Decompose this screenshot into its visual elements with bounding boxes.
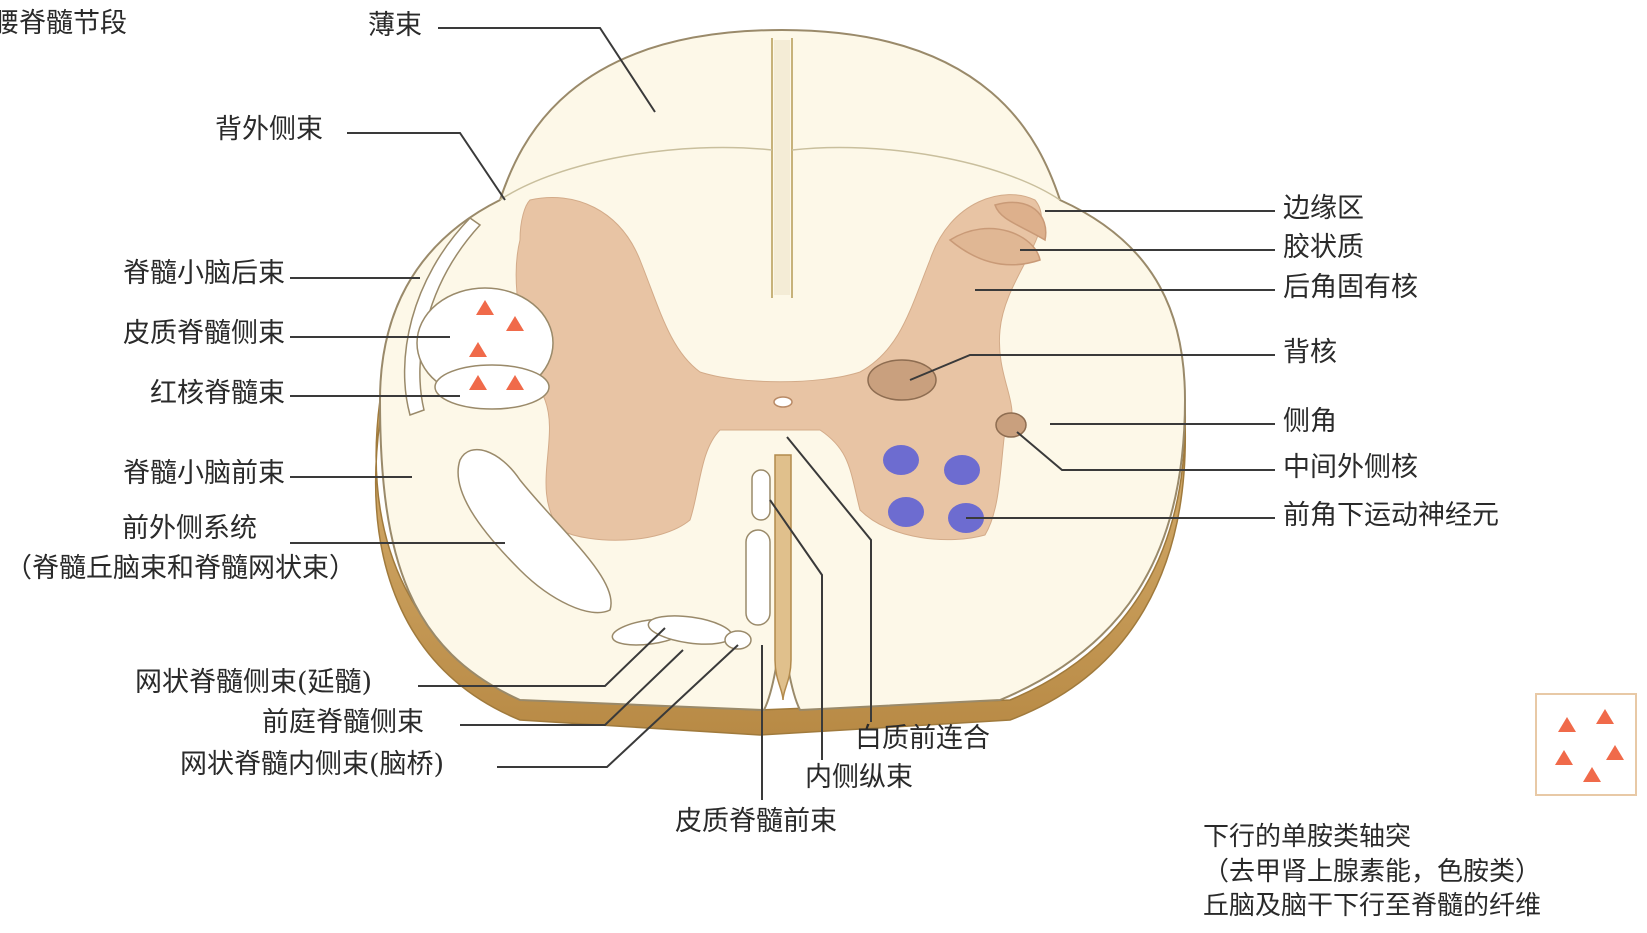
lateral-horn-nucleus	[996, 413, 1026, 437]
label-motor-neurons: 前角下运动神经元	[1283, 500, 1499, 531]
legend-triangle	[1606, 745, 1624, 760]
anterior-corticospinal-tract	[746, 530, 770, 625]
dorsal-nucleus	[868, 360, 936, 400]
legend-line-1: 下行的单胺类轴突	[1203, 820, 1541, 855]
label-lateral-corticospinal: 皮质脊髓侧束	[90, 318, 285, 349]
label-substantia-gelatinosa: 胶状质	[1283, 232, 1364, 263]
label-anterolateral-system-sub: （脊髓丘脑束和脊髓网状束）	[5, 553, 356, 584]
label-anterolateral-system: 前外侧系统	[122, 513, 257, 544]
legend-box	[1535, 693, 1637, 796]
legend-triangle	[1558, 717, 1576, 732]
motor-neuron	[888, 497, 924, 527]
label-marginal-zone: 边缘区	[1283, 193, 1364, 224]
legend-triangles-icon	[1537, 695, 1635, 794]
central-canal	[774, 397, 792, 407]
medial-longitudinal-tract	[752, 470, 770, 520]
legend-triangle	[1555, 750, 1573, 765]
label-lateral-horn: 侧角	[1283, 406, 1337, 437]
legend-triangle	[1596, 709, 1614, 724]
label-rubrospinal: 红核脊髓束	[90, 378, 285, 409]
leader-dorsolateral	[347, 133, 505, 200]
label-posterior-spinocerebellar: 脊髓小脑后束	[90, 258, 285, 289]
label-medial-longitudinal: 内侧纵束	[805, 762, 913, 793]
section-title: 腰脊髓节段	[0, 8, 127, 39]
label-intermediolateral-nucleus: 中间外侧核	[1283, 452, 1418, 483]
motor-neuron	[883, 445, 919, 475]
label-nucleus-proprius: 后角固有核	[1283, 272, 1418, 303]
legend-line-2: （去甲肾上腺素能，色胺类）	[1203, 855, 1541, 890]
label-fasciculus-gracilis: 薄束	[368, 10, 422, 41]
anterior-median-fissure	[775, 455, 791, 700]
motor-neuron	[944, 455, 980, 485]
legend-line-3: 丘脑及脑干下行至脊髓的纤维	[1203, 889, 1541, 924]
legend-text: 下行的单胺类轴突 （去甲肾上腺素能，色胺类） 丘脑及脑干下行至脊髓的纤维	[1203, 820, 1541, 924]
posterior-septum-fill	[774, 40, 790, 295]
label-anterior-white-commissure: 白质前连合	[855, 723, 990, 754]
label-lateral-reticulospinal: 网状脊髓侧束(延髓)	[135, 667, 372, 698]
label-anterior-spinocerebellar: 脊髓小脑前束	[90, 458, 285, 489]
label-lateral-vestibulospinal: 前庭脊髓侧束	[262, 707, 424, 738]
legend-triangle	[1583, 767, 1601, 782]
label-anterior-corticospinal: 皮质脊髓前束	[675, 806, 837, 837]
label-dorsal-nucleus: 背核	[1283, 337, 1337, 368]
label-dorsolateral-fasciculus: 背外侧束	[215, 114, 323, 145]
rubrospinal-tract	[435, 365, 549, 409]
label-medial-reticulospinal: 网状脊髓内侧束(脑桥)	[180, 749, 444, 780]
